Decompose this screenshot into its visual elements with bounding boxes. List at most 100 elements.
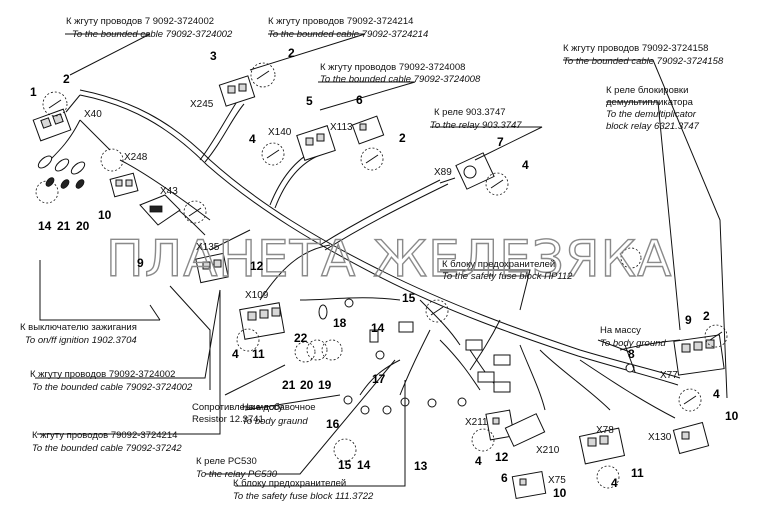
conn-x40: X40 (84, 109, 102, 120)
pos-num: 12 (495, 450, 509, 464)
pos-num: 2 (63, 72, 70, 86)
pos-num: 2 (288, 46, 295, 60)
labels: К жгуту проводов 7 9092-3724002 To the b… (20, 16, 724, 502)
conn-x211: X211 (465, 417, 488, 428)
connector-x140-shape (296, 125, 336, 161)
position-numbers: 1 2 3 2 5 6 4 2 7 4 14 21 20 10 9 12 15 … (30, 46, 739, 500)
connector-x77-shape (673, 334, 725, 376)
pos-num: 2 (703, 309, 710, 323)
label-fuse-pr-ru: К блоку предохранителей (442, 259, 555, 270)
label-ignition-en: To on/ff ignition 1902.3704 (25, 335, 137, 346)
connector-x89-shape (455, 152, 495, 190)
label-cable-low2-ru: К жгуту проводов 79092-3724214 (32, 430, 177, 441)
pos-num: 18 (333, 316, 347, 330)
pos-num: 4 (232, 347, 239, 361)
label-cable-low-en: To the bounded cable 79092-3724002 (32, 382, 193, 393)
label-relay-block-en1: To the demultiplicator (606, 109, 697, 120)
pos-num: 3 (210, 49, 217, 63)
label-cable-7242-ru: К жгуту проводов 79092-3724214 (268, 16, 413, 27)
label-cable-low2-en: To the bounded cable 79092-37242 (32, 443, 182, 454)
pos-num: 10 (98, 208, 112, 222)
connector-labels: X40 X245 X140 X113 X248 X43 X89 X135 X10… (84, 99, 678, 486)
pos-num: 6 (356, 93, 363, 107)
label-relay-block-en2: block relay 6321.3747 (606, 121, 700, 132)
label-resist-ru: Сопротивление добавочное (192, 402, 316, 413)
leader-lines (35, 33, 728, 487)
label-relay530-ru: К реле РС530 (196, 456, 257, 467)
conn-x109: X109 (245, 290, 269, 301)
conn-x248: X248 (124, 152, 148, 163)
connector-x130-shape (672, 421, 710, 455)
label-resist-en: Resistor 12.3741 (192, 414, 264, 425)
conn-x140: X140 (268, 127, 292, 138)
pos-num: 11 (252, 347, 265, 361)
conn-x77: X77 (660, 370, 678, 381)
pos-num: 14 (357, 458, 371, 472)
label-cable-7242-en: To the bounded cable 79092-3724214 (268, 29, 428, 40)
pos-num: 21 (57, 219, 71, 233)
pos-num: 14 (371, 321, 385, 335)
conn-x75: X75 (548, 475, 566, 486)
label-fuse-pr-en: To the safety fuse block ПР112 (442, 271, 573, 282)
pos-num: 9 (685, 313, 692, 327)
pos-num: 8 (628, 347, 635, 361)
pos-num: 4 (713, 387, 720, 401)
label-cable-1158-ru: К жгуту проводов 79092-3724158 (563, 43, 708, 54)
label-cable-7240-ru: К жгуту проводов 7 9092-3724002 (66, 16, 214, 27)
pos-num: 4 (475, 454, 482, 468)
conn-x130: X130 (648, 432, 672, 443)
connector-x40-shape (32, 94, 81, 142)
pos-num: 15 (402, 291, 416, 305)
connector-x248-shape (109, 172, 139, 198)
label-fuse111-en: To the safety fuse block 111.3722 (233, 491, 374, 502)
conn-x113: X113 (330, 122, 353, 133)
label-mass2-ru: На массу (600, 325, 641, 336)
label-cable-low-ru: К жгуту проводов 79092-3724002 (30, 369, 175, 380)
pos-num: 11 (631, 466, 644, 480)
pos-num: 4 (611, 476, 618, 490)
label-cable-7240b-ru: К жгуту проводов 79092-3724008 (320, 62, 465, 73)
watermark-text: ПЛАНЕТА ЖЕЛЕЗЯКА (106, 230, 672, 288)
pos-num: 5 (306, 94, 313, 108)
label-relay-block-ru1: К реле блокировки (606, 85, 688, 96)
pos-num: 12 (250, 259, 264, 273)
connector-x210-shape (504, 413, 546, 447)
label-relay-block-ru2: демультипликатора (606, 97, 694, 108)
connector-x135-shape (195, 252, 229, 284)
pos-num: 20 (300, 378, 314, 392)
label-relay903-ru: К реле 903.3747 (434, 107, 506, 118)
conn-x135: X135 (196, 242, 220, 253)
label-relay903-en: To the relay 903.3747 (430, 120, 522, 131)
pos-num: 4 (522, 158, 529, 172)
label-ignition-ru: К выключателю зажигания (20, 322, 137, 333)
conn-x210: X210 (536, 445, 560, 456)
pos-num: 15 (338, 458, 352, 472)
pos-num: 4 (249, 132, 256, 146)
pos-num: 21 (282, 378, 296, 392)
label-cable-7240-en: To the bounded cable 79092-3724002 (72, 29, 233, 40)
pos-num: 22 (294, 331, 308, 345)
pos-num: 14 (38, 219, 52, 233)
label-mass2-en: To body ground (600, 338, 666, 349)
callout-circles (35, 62, 728, 489)
pos-num: 16 (326, 417, 340, 431)
pos-num: 19 (318, 378, 332, 392)
pos-num: 20 (76, 219, 90, 233)
pos-num: 6 (501, 471, 508, 485)
connector-x43-shape (139, 194, 181, 226)
label-cable-7240b-en: To the bounded cable 79092-3724008 (320, 74, 481, 85)
connector-x245-shape (218, 75, 256, 107)
label-fuse111-ru: К блоку предохранителей (233, 478, 346, 489)
pos-num: 13 (414, 459, 428, 473)
conn-x89: X89 (434, 167, 452, 178)
pos-num: 1 (30, 85, 37, 99)
pos-num: 10 (725, 409, 739, 423)
pos-num: 9 (137, 256, 144, 270)
terminals (37, 155, 635, 415)
connector-x75-shape (511, 470, 547, 500)
conn-x43: X43 (160, 186, 178, 197)
label-mass-en: To body graund (242, 416, 308, 427)
pos-num: 10 (553, 486, 567, 500)
